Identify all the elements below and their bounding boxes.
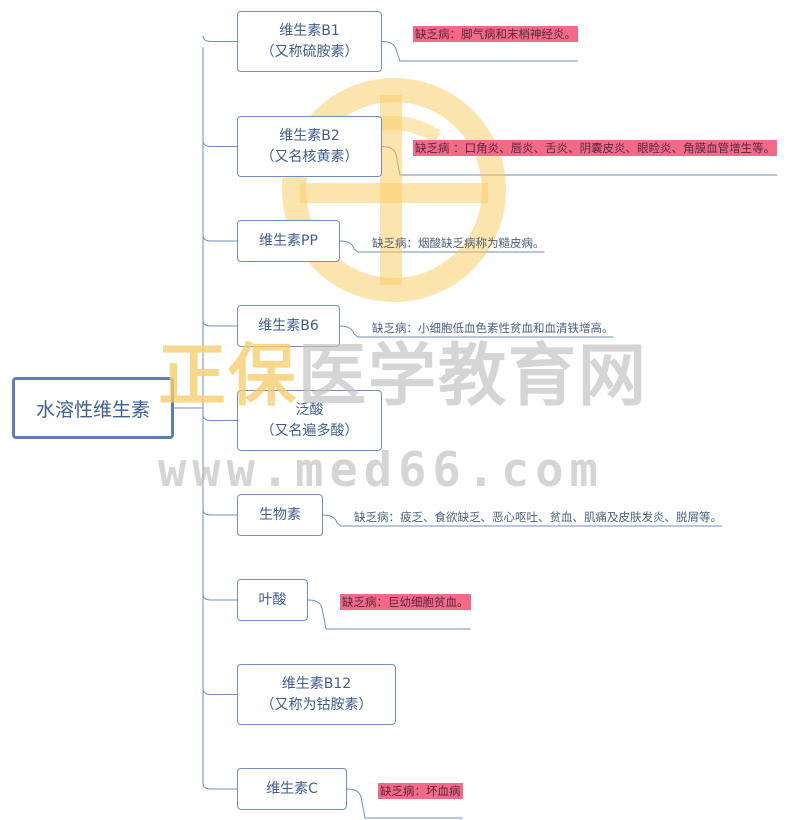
node-2[interactable]: 维生素B2 （又名核黄素） (237, 116, 382, 177)
node-6[interactable]: 生物素 (237, 494, 323, 536)
node-subtitle: （又称为钴胺素） (260, 696, 373, 713)
root-node[interactable]: 水溶性维生素 (12, 377, 174, 439)
note-connector (381, 41, 578, 62)
node-note: 缺乏病：烟酸缺乏病称为糙皮病。 (372, 236, 545, 250)
note-connector (339, 240, 545, 253)
watermark-brand-b: 医学教育网 (298, 337, 649, 416)
branch-line (202, 35, 237, 42)
node-subtitle: （又称硫胺素） (260, 43, 359, 60)
node-title: 维生素B12 (281, 675, 352, 692)
node-title: 维生素B6 (258, 317, 319, 334)
node-title: 维生素B1 (279, 22, 340, 39)
node-title: 叶酸 (258, 591, 287, 608)
node-title: 维生素C (266, 780, 318, 797)
watermark-brand: 正保医学教育网 (158, 337, 648, 417)
note-connector (346, 788, 463, 819)
branch-line (202, 319, 237, 327)
node-subtitle: （又名遍多酸） (260, 422, 359, 439)
node-1[interactable]: 维生素B1 （又称硫胺素） (237, 11, 382, 72)
note-connector (339, 325, 614, 338)
root-label: 水溶性维生素 (35, 398, 150, 421)
node-3[interactable]: 维生素PP (237, 220, 340, 262)
node-note: 缺乏病：小细胞低血色素性贫血和血清铁增高。 (372, 321, 614, 335)
node-7[interactable]: 叶酸 (237, 579, 308, 621)
watermark-brand-a: 正保 (158, 337, 299, 416)
branch-line (202, 414, 237, 421)
node-note: 缺乏病：疲乏、食欲缺乏、恶心呕吐、贫血、肌痛及皮肤发炎、脱屑等。 (354, 510, 722, 524)
node-title: 泛酸 (295, 401, 324, 418)
node-note: 缺乏病：坏血病 (378, 783, 463, 799)
node-title: 维生素PP (259, 232, 318, 249)
branch-line (202, 508, 237, 516)
branch-line (202, 593, 237, 601)
watermark-logo-icon (282, 78, 506, 302)
node-title: 生物素 (259, 506, 301, 523)
note-connector (307, 599, 471, 630)
note-connector (322, 514, 722, 527)
node-note: 缺乏病：巨幼细胞贫血。 (340, 594, 471, 610)
node-5[interactable]: 泛酸 （又名遍多酸） (237, 390, 382, 451)
node-8[interactable]: 维生素B12 （又称为钴胺素） (237, 664, 396, 725)
node-subtitle: （又名核黄素） (260, 148, 359, 165)
watermark-url: www.med66.com (158, 443, 604, 498)
node-4[interactable]: 维生素B6 (237, 305, 340, 347)
branch-line (202, 140, 237, 147)
branch-line (202, 782, 237, 790)
note-connector (381, 146, 778, 176)
branch-line (202, 234, 237, 242)
node-9[interactable]: 维生素C (237, 768, 347, 810)
branch-line (202, 688, 237, 695)
node-note: 缺乏病 ：口角炎、唇炎、舌炎、阴囊皮炎、眼睑炎、角膜血管增生等。 (413, 140, 778, 156)
node-title: 维生素B2 (279, 127, 340, 144)
node-note: 缺乏病：脚气病和末梢神经炎。 (413, 26, 578, 42)
